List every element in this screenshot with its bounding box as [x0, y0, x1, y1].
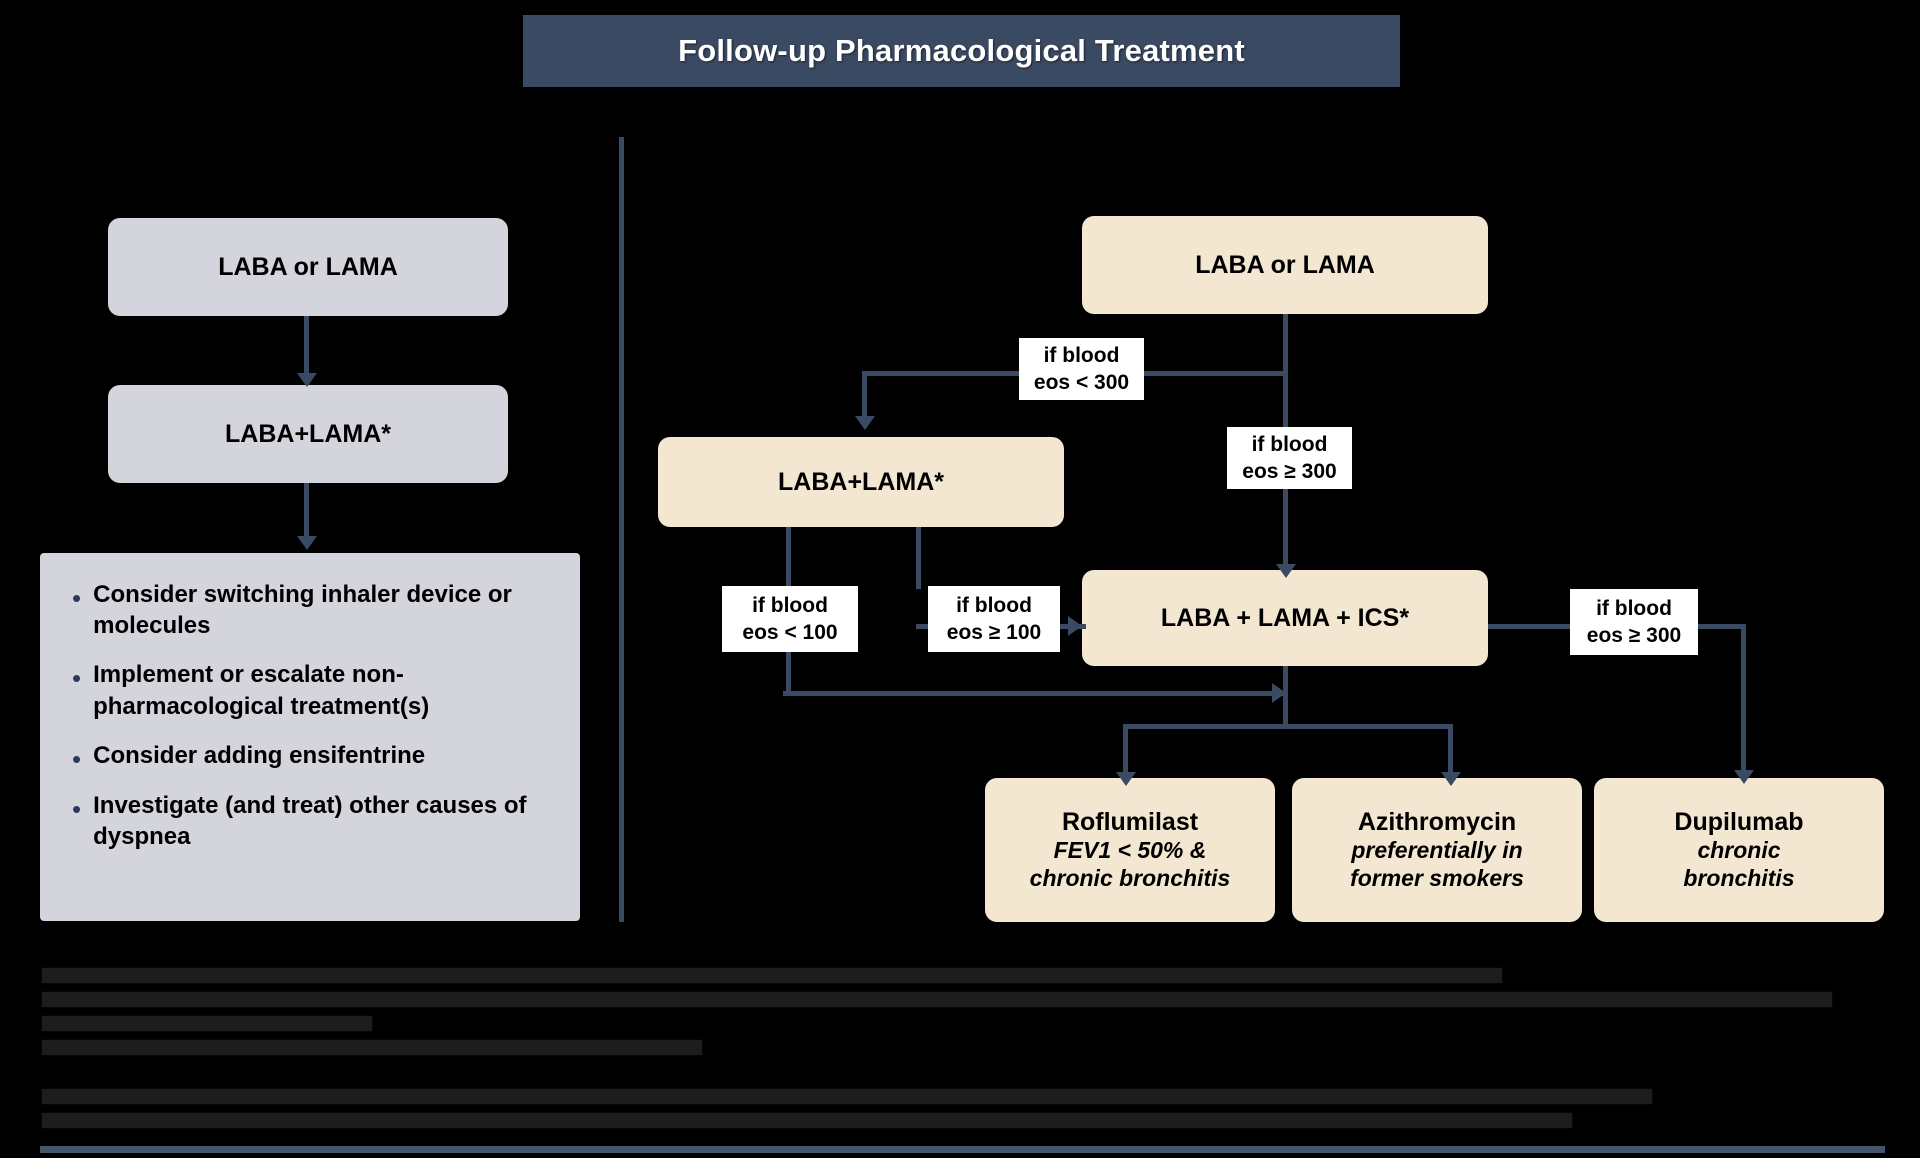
condition-eos-gte-300-right: if blood eos ≥ 300 [1570, 589, 1698, 655]
condition-line1: if blood [1043, 343, 1120, 367]
outcome-title: Azithromycin [1357, 807, 1517, 836]
page-title-bar: Follow-up Pharmacological Treatment [523, 15, 1400, 87]
condition-line2: eos ≥ 300 [1242, 460, 1337, 483]
connector-eos-lt300-arrowhead [855, 416, 875, 430]
outcome-box-azithromycin[interactable]: Azithromycin preferentially in former sm… [1292, 778, 1582, 922]
outcome-title: Roflumilast [1061, 807, 1199, 836]
right-box-laba-lama-label: LABA+LAMA* [778, 467, 944, 496]
condition-line1: if blood [956, 593, 1032, 617]
footnote-block-abbreviations [42, 1089, 1652, 1137]
connector-dupilumab-vertical [1741, 624, 1746, 774]
condition-line1: if blood [1251, 432, 1328, 456]
outcome-title: Dupilumab [1674, 807, 1804, 836]
bullet-icon: • [72, 743, 82, 774]
right-box-laba-or-lama[interactable]: LABA or LAMA [1082, 216, 1488, 314]
list-item: • Consider adding ensifentrine [62, 740, 554, 772]
outcome-subtext-line1: FEV1 < 50% & [1053, 837, 1207, 864]
bullet-icon: • [72, 793, 82, 824]
condition-eos-gte-300-top: if blood eos ≥ 300 [1227, 427, 1352, 489]
connector-eos-lt100-arrowhead [1272, 683, 1286, 703]
list-item: • Consider switching inhaler device or m… [62, 579, 554, 641]
condition-eos-lt-100: if blood eos < 100 [722, 586, 858, 652]
connector-azithromycin-arrowhead [1441, 772, 1461, 786]
footnote-line [42, 1016, 372, 1031]
right-box-laba-or-lama-label: LABA or LAMA [1195, 250, 1375, 279]
recommendation-text: Consider adding ensifentrine [93, 741, 426, 769]
connector-roflumilast-vertical [1123, 724, 1128, 776]
recommendation-text: Implement or escalate non-pharmacologica… [93, 661, 430, 720]
left-box-laba-lama-label: LABA+LAMA* [225, 419, 391, 448]
connector-azithromycin-vertical [1448, 724, 1453, 776]
list-item: • Investigate (and treat) other causes o… [62, 790, 554, 852]
condition-eos-gte-100: if blood eos ≥ 100 [928, 586, 1060, 652]
footnote-line [42, 1113, 1572, 1128]
outcome-box-dupilumab[interactable]: Dupilumab chronic bronchitis [1594, 778, 1884, 922]
footnote-line [42, 1089, 1652, 1104]
right-box-triple-therapy-label: LABA + LAMA + ICS* [1160, 603, 1410, 632]
condition-line1: if blood [752, 593, 828, 617]
connector-dupilumab-arrowhead [1734, 770, 1754, 784]
connector-roflumilast-arrowhead [1116, 772, 1136, 786]
left-box-laba-or-lama[interactable]: LABA or LAMA [108, 218, 508, 316]
outcome-subtext-line1: preferentially in [1351, 837, 1523, 864]
list-item: • Implement or escalate non-pharmacologi… [62, 659, 554, 721]
connector-dual-left-stem [786, 527, 791, 589]
recommendation-text: Consider switching inhaler device or mol… [93, 581, 512, 640]
right-box-triple-therapy[interactable]: LABA + LAMA + ICS* [1082, 570, 1488, 666]
condition-line2: eos < 100 [742, 621, 838, 644]
footnote-line [42, 992, 1832, 1007]
connector-eos-lt100-down [786, 650, 791, 696]
connector-left-2-arrowhead [297, 536, 317, 550]
outcome-subtext-line2: bronchitis [1683, 865, 1795, 892]
connector-left-1-vertical [304, 316, 309, 376]
recommendation-text: Investigate (and treat) other causes of … [93, 791, 527, 850]
connector-eos-gte100-arrowhead [1068, 616, 1082, 636]
condition-line1: if blood [1596, 596, 1672, 620]
condition-eos-lt-300: if blood eos < 300 [1019, 338, 1144, 400]
bullet-icon: • [72, 583, 82, 613]
page-title: Follow-up Pharmacological Treatment [678, 33, 1245, 68]
footnote-line [42, 968, 1502, 983]
left-box-laba-or-lama-label: LABA or LAMA [218, 252, 398, 281]
footnote-line [42, 1040, 702, 1055]
outcome-box-roflumilast[interactable]: Roflumilast FEV1 < 50% & chronic bronchi… [985, 778, 1275, 922]
outcome-subtext-line2: former smokers [1350, 865, 1524, 892]
connector-dual-right-stem [916, 527, 921, 589]
footnote-block-primary [42, 968, 1832, 1064]
footer-rule [40, 1146, 1885, 1153]
left-recommendations-panel: • Consider switching inhaler device or m… [40, 553, 580, 921]
left-box-laba-lama[interactable]: LABA+LAMA* [108, 385, 508, 483]
connector-left-1-arrowhead [297, 373, 317, 387]
outcome-subtext-line1: chronic [1697, 837, 1781, 864]
condition-line2: eos ≥ 300 [1586, 624, 1682, 647]
right-box-laba-lama[interactable]: LABA+LAMA* [658, 437, 1064, 527]
connector-top-stem-arrowhead [1276, 564, 1296, 578]
outcome-subtext-line2: chronic bronchitis [1029, 865, 1231, 892]
connector-eos-lt100-across [783, 691, 1285, 696]
bullet-icon: • [72, 663, 82, 694]
connector-eos-lt300-vertical [862, 371, 867, 419]
column-divider [619, 137, 624, 922]
connector-left-2-vertical [304, 483, 309, 539]
condition-line2: eos ≥ 100 [946, 621, 1042, 644]
condition-line2: eos < 300 [1033, 371, 1130, 394]
connector-outcomes-horizontal [1123, 724, 1453, 729]
